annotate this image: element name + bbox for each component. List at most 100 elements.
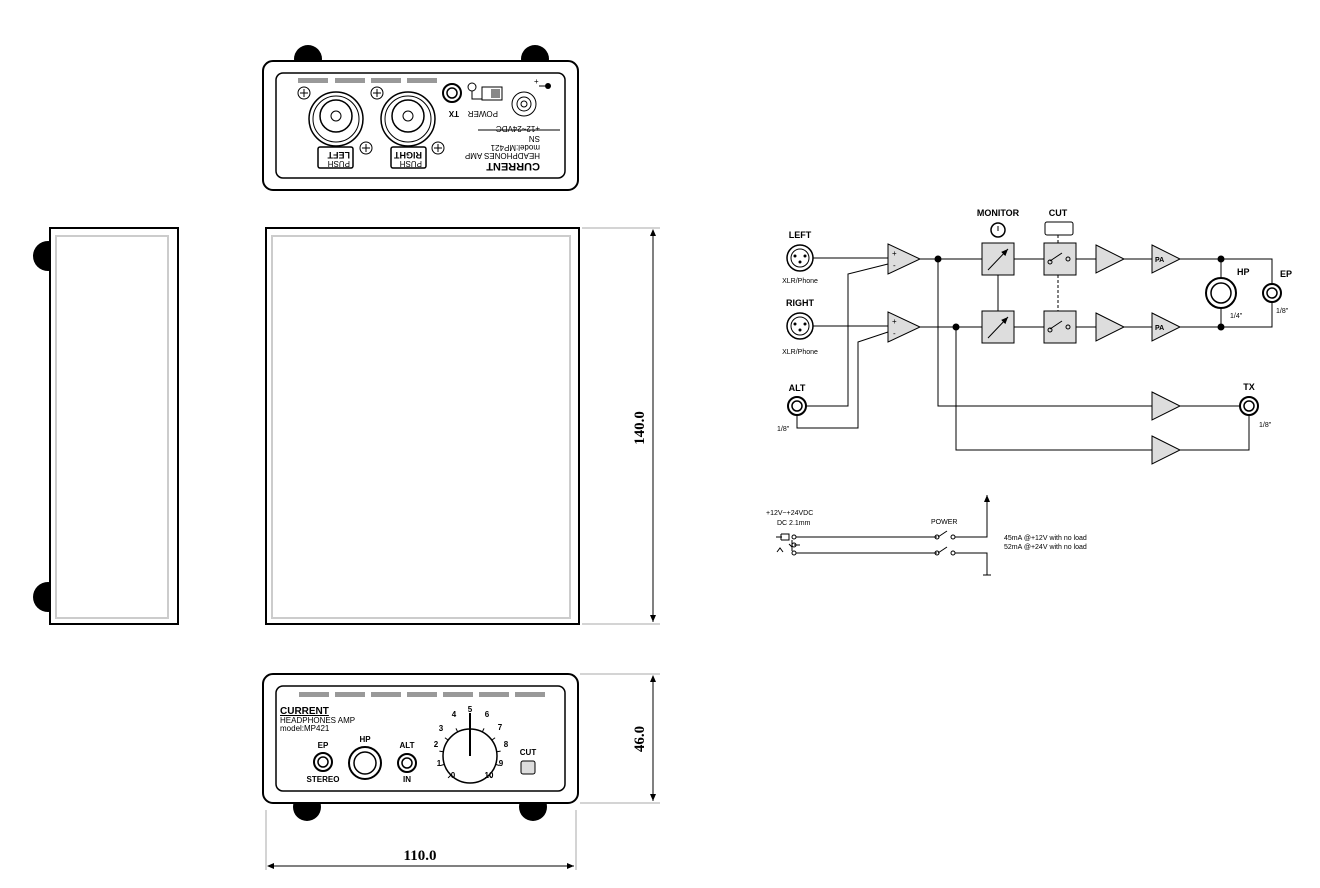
dial-tick: [444, 737, 449, 741]
bd-monitor-knob: [990, 222, 1006, 238]
dial-tick: [495, 763, 500, 767]
pwr-input-line1: +12V~+24VDC: [766, 510, 813, 517]
power-diagram: +12V~+24VDC DC 2.1mm POWER 45mA @+12V wi…: [766, 495, 1087, 576]
bd-left-label: LEFT: [789, 230, 812, 240]
front-hp-label: HP: [359, 735, 371, 744]
dial-10: 10: [485, 771, 494, 780]
front-stereo-label: STEREO: [307, 775, 340, 784]
bd-alt-jack: [787, 396, 807, 416]
dial-tick: [455, 728, 459, 733]
bd-right-sub: XLR/Phone: [782, 349, 818, 356]
front-model-label: model:MP421: [280, 724, 330, 733]
bd-right-label: RIGHT: [786, 298, 815, 308]
bd-ep-sub: 1/8": [1276, 308, 1289, 315]
dial-4: 4: [452, 710, 457, 719]
dial-tick: [439, 750, 444, 753]
xlr-right-jack: [370, 86, 445, 169]
front-ep-label: EP: [318, 741, 329, 750]
dial-7: 7: [498, 723, 503, 732]
bd-alt-sub: 1/8": [777, 426, 790, 433]
bd-minus: -: [893, 261, 896, 270]
bd-hp-label: HP: [1237, 267, 1250, 277]
bd-left-sub: XLR/Phone: [782, 278, 818, 285]
bd-right-diff-amp: [887, 311, 922, 343]
plan-view: 140.0: [265, 227, 660, 625]
dial-8: 8: [504, 740, 509, 749]
top-right-label: RIGHT: [394, 150, 423, 160]
tx-jack: [442, 83, 462, 103]
bd-ep-jack: [1262, 283, 1282, 303]
bd-pa-left: [1151, 244, 1182, 274]
hp-jack: [348, 746, 382, 780]
dial-5: 5: [468, 705, 473, 714]
depth-dimension: 46.0: [632, 726, 648, 752]
cut-button: [520, 760, 536, 775]
front-view: CURRENT HEADPHONES AMP model:MP421 EP ST…: [262, 673, 660, 870]
bd-cut-label: CUT: [1049, 208, 1068, 218]
dial-1: 1: [437, 759, 442, 768]
pwr-note-1: 45mA @+12V with no load: [1004, 535, 1087, 542]
top-voltage-label: +12~24VDC: [496, 124, 540, 133]
bd-monitor-label: MONITOR: [977, 208, 1020, 218]
top-product-label: HEADPHONES AMP: [465, 151, 540, 160]
top-power-label: POWER: [468, 109, 498, 118]
bd-cut-button: [1044, 221, 1074, 236]
pwr-switch-label: POWER: [931, 519, 957, 526]
bd-hp-sub: 1/4": [1230, 313, 1243, 320]
bd-tx-amp-left: [1151, 391, 1182, 421]
dc-jack: [511, 91, 537, 117]
bd-tx-sub: 1/8": [1259, 422, 1272, 429]
front-alt-label: ALT: [400, 741, 415, 750]
pwr-input-line2: DC 2.1mm: [777, 520, 811, 527]
volume-knob: [439, 713, 501, 784]
front-cut-label: CUT: [520, 748, 537, 757]
bd-cut-switch-left: [1043, 242, 1077, 276]
ep-jack: [313, 752, 333, 772]
svg-text:+: +: [534, 77, 539, 86]
top-left-label: LEFT: [327, 150, 350, 160]
side-view: [33, 227, 179, 625]
dial-tick: [491, 737, 496, 741]
bd-plus: +: [892, 317, 897, 326]
bd-tx-jack: [1239, 396, 1259, 416]
bd-pa-left-label: PA: [1155, 257, 1164, 264]
top-sn-label: SN: [529, 134, 540, 143]
pwr-note-2: 52mA @+24V with no load: [1004, 544, 1087, 551]
top-view: + +12~24VDC SN model:MP421 HEADPHONES AM…: [262, 45, 579, 191]
bd-buffer-right: [1095, 312, 1126, 342]
dial-0: 0: [451, 771, 456, 780]
top-tx-label: TX: [448, 109, 459, 118]
top-push-left: PUSH: [328, 159, 350, 168]
bd-pa-right: [1151, 312, 1182, 342]
top-model-label: model:MP421: [490, 143, 540, 152]
bd-plus: +: [892, 249, 897, 258]
front-brand-label: CURRENT: [280, 706, 329, 717]
block-diagram: LEFT XLR/Phone RIGHT XLR/Phone ALT 1/8" …: [777, 208, 1292, 465]
width-dimension: 110.0: [404, 848, 437, 864]
bd-cut-switch-right: [1043, 310, 1077, 344]
top-push-right: PUSH: [400, 159, 422, 168]
alt-jack: [397, 753, 417, 773]
bd-left-diff-amp: [887, 243, 922, 275]
dial-6: 6: [485, 710, 490, 719]
bd-pa-right-label: PA: [1155, 325, 1164, 332]
dial-9: 9: [499, 759, 504, 768]
front-in-label: IN: [403, 775, 411, 784]
bd-alt-label: ALT: [789, 383, 806, 393]
dial-3: 3: [439, 724, 444, 733]
dial-tick: [481, 728, 485, 733]
bd-ep-label: EP: [1280, 269, 1292, 279]
xlr-left-jack: [297, 86, 373, 169]
dial-tick: [447, 774, 452, 779]
front-product-label: HEADPHONES AMP: [280, 716, 355, 725]
dial-tick: [440, 763, 445, 767]
bd-tx-amp-right: [1151, 435, 1182, 465]
dial-2: 2: [434, 740, 439, 749]
bd-buffer-left: [1095, 244, 1126, 274]
dial-tick: [488, 774, 493, 779]
bd-minus: -: [893, 329, 896, 338]
top-brand-label: CURRENT: [486, 160, 540, 172]
height-dimension: 140.0: [632, 411, 648, 445]
bd-tx-label: TX: [1243, 382, 1255, 392]
